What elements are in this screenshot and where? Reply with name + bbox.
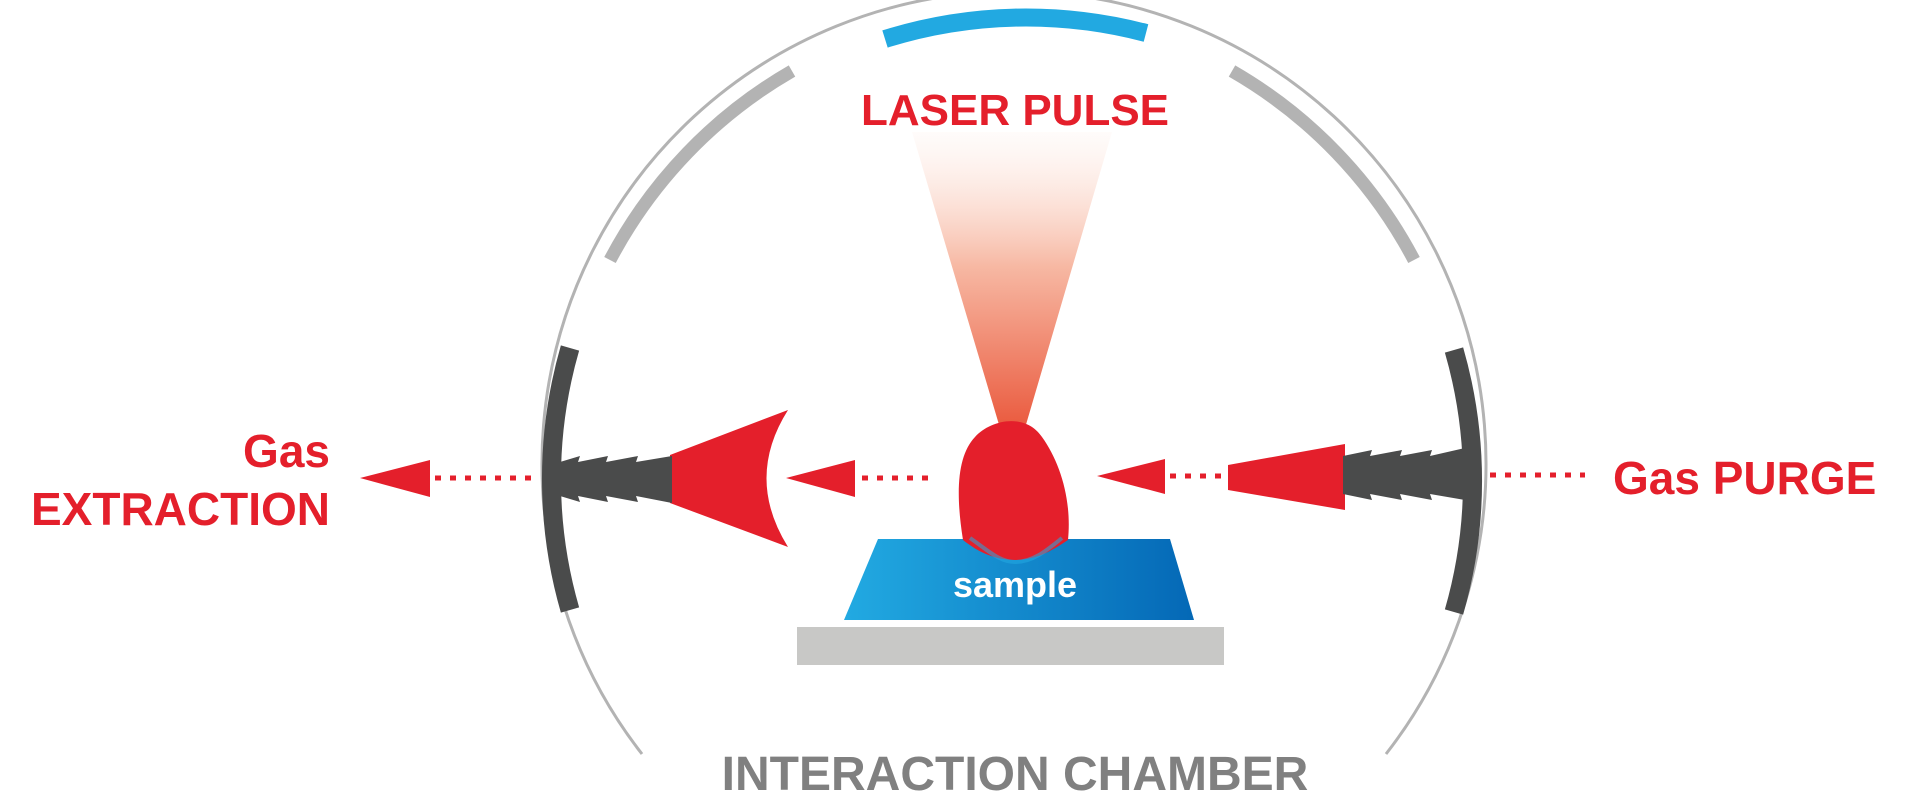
chamber-wall-arc xyxy=(540,0,1488,755)
sample-label: sample xyxy=(953,564,1077,605)
purge-tube xyxy=(1343,448,1465,500)
gas-extraction-label-line2: EXTRACTION xyxy=(31,483,330,535)
purge-arrow-inner xyxy=(1097,459,1165,494)
sample-stage xyxy=(797,627,1224,665)
purge-flange xyxy=(1444,347,1482,615)
extraction-funnel xyxy=(670,410,788,547)
purge-funnel xyxy=(1228,444,1345,510)
chamber-label: INTERACTION CHAMBER xyxy=(722,748,1309,801)
laser-window xyxy=(882,8,1149,48)
plasma-plume xyxy=(958,421,1069,560)
laser-beam xyxy=(912,132,1112,428)
extraction-arrow-outer xyxy=(360,460,430,497)
gas-purge-label: Gas PURGE xyxy=(1613,452,1876,504)
sample-block xyxy=(844,539,1194,620)
plume-crater xyxy=(968,536,1064,565)
extraction-tube xyxy=(560,456,672,503)
chamber-port-upper-left xyxy=(604,65,796,264)
laser-pulse-label: LASER PULSE xyxy=(861,86,1169,135)
chamber-port-upper-right xyxy=(1228,65,1420,264)
gas-extraction-label-line1: Gas xyxy=(243,425,330,477)
extraction-arrow-inner xyxy=(786,460,855,497)
extraction-flange xyxy=(542,345,580,613)
